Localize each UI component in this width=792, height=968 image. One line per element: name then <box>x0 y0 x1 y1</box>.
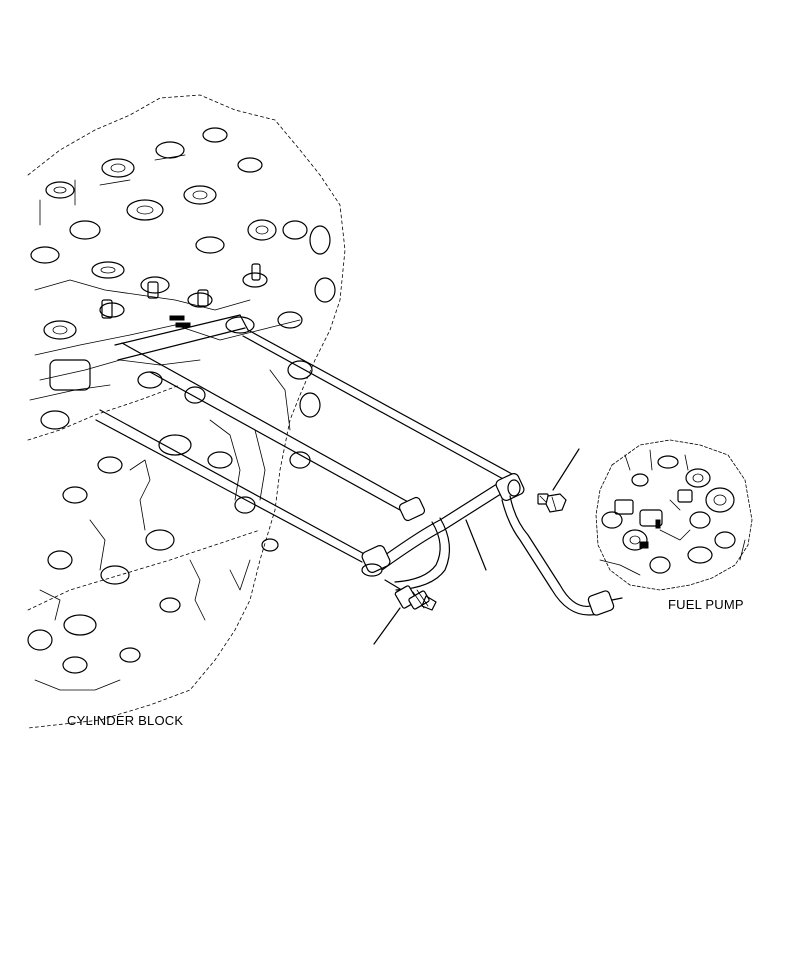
pump-supply-pipe <box>501 495 623 616</box>
cylinder-block-label: CYLINDER BLOCK <box>67 713 184 728</box>
cylinder-block-drawing <box>27 94 346 729</box>
injection-lines <box>95 329 513 563</box>
callout-leaders <box>373 448 580 645</box>
fuel-pump-label: FUEL PUMP <box>668 597 744 612</box>
rail-pipe-assembly <box>361 473 525 591</box>
mounting-bolt <box>537 493 567 513</box>
fuel-pump-drawing <box>595 439 753 591</box>
fuel-connector-fitting <box>384 579 437 611</box>
